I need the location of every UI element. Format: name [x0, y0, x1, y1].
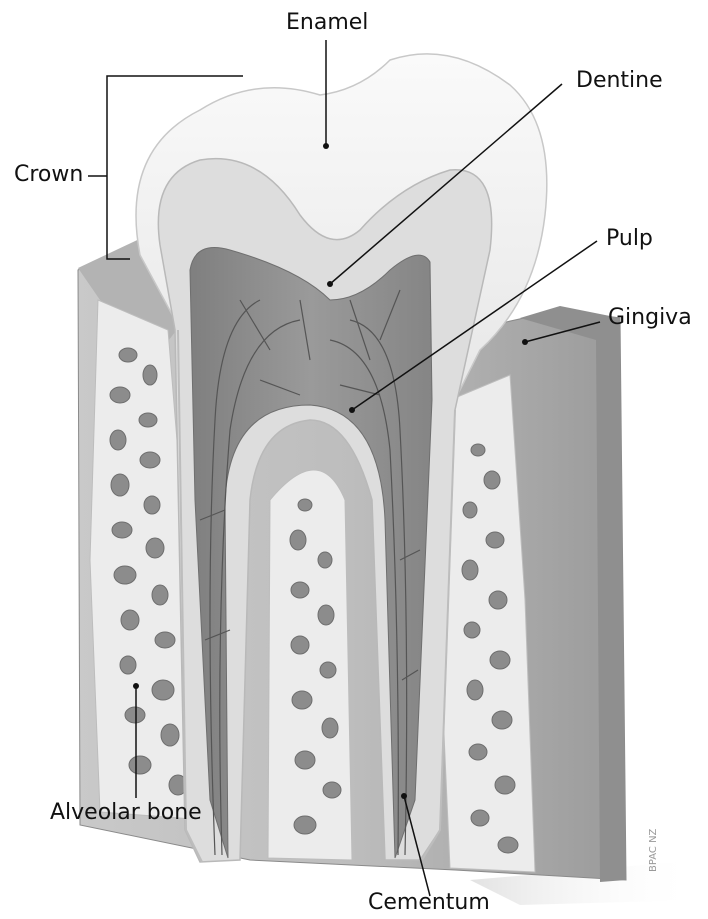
bone-center — [268, 470, 352, 860]
label-enamel: Enamel — [286, 12, 368, 34]
gingiva-dot — [522, 339, 528, 345]
label-dentine: Dentine — [576, 70, 663, 92]
credit-text: BPAC NZ — [648, 829, 659, 872]
label-pulp: Pulp — [606, 228, 653, 250]
dentine-dot — [327, 281, 333, 287]
alveolar-bone-dot — [133, 683, 139, 689]
label-alveolar-bone: Alveolar bone — [50, 802, 202, 824]
cementum-dot — [401, 793, 407, 799]
label-gingiva: Gingiva — [608, 307, 692, 329]
label-crown: Crown — [14, 164, 83, 186]
label-cementum: Cementum — [368, 892, 490, 914]
pulp-dot — [349, 407, 355, 413]
enamel-dot — [323, 143, 329, 149]
